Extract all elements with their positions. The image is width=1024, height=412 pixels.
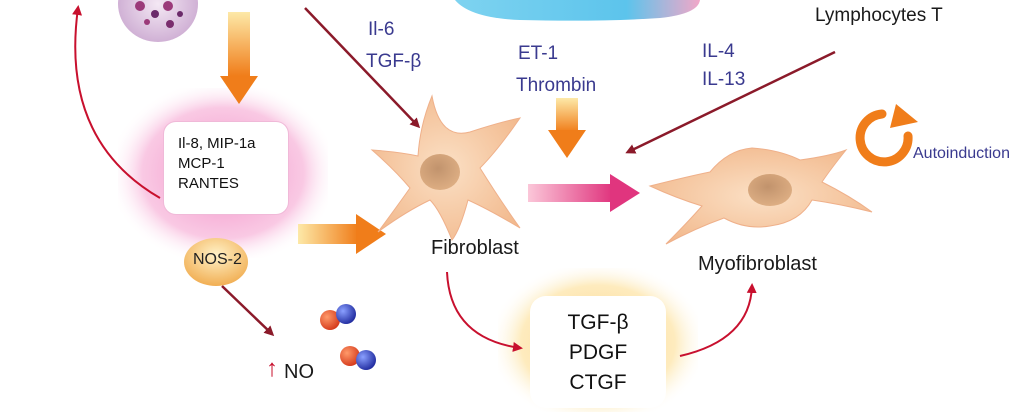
arrow-il6-to-fibroblast	[304, 7, 421, 129]
orange-arrow-down-left	[220, 12, 258, 104]
label-autoinduction: Autoinduction	[913, 145, 1010, 162]
chemokine-line-3: RANTES	[178, 175, 239, 192]
no-molecule-1	[320, 304, 356, 330]
no-molecule-2	[340, 346, 376, 370]
label-et1: ET-1	[518, 43, 559, 64]
growth-factor-line-2: PDGF	[568, 341, 628, 364]
label-tgfb-top: TGF-β	[366, 51, 422, 72]
label-lymphocytes: Lymphocytes T	[815, 5, 943, 26]
orange-arrow-down-center	[548, 98, 586, 158]
no-up-arrow-icon: ↑	[266, 355, 278, 382]
growth-factor-line-3: CTGF	[569, 371, 627, 394]
autoinduction-icon	[855, 104, 918, 167]
myofibroblast-cell	[648, 147, 873, 245]
chemokine-box: Il-8, MIP-1a MCP-1 RANTES	[164, 122, 288, 214]
label-il13: IL-13	[702, 69, 746, 90]
chemokine-line-2: MCP-1	[178, 155, 225, 172]
label-thrombin: Thrombin	[516, 75, 597, 96]
leukocyte-cell	[118, 0, 198, 42]
curve-growth-factors-to-myofibroblast	[679, 283, 757, 357]
nos2-bubble	[184, 238, 248, 286]
label-myofibroblast: Myofibroblast	[698, 253, 817, 275]
label-nos2: NOS-2	[193, 251, 242, 268]
label-fibroblast: Fibroblast	[431, 237, 519, 259]
magenta-arrow-right	[528, 174, 640, 212]
label-no: NO	[284, 361, 314, 383]
arrow-nos2-to-no	[221, 285, 275, 337]
label-il6: Il-6	[368, 19, 395, 40]
curve-fibroblast-to-growth-factors	[446, 271, 523, 352]
chemokine-line-1: Il-8, MIP-1a	[178, 135, 256, 152]
growth-factor-box: TGF-β PDGF CTGF	[530, 296, 666, 408]
fibroblast-cell	[370, 94, 522, 241]
orange-arrow-right	[298, 214, 386, 254]
growth-factor-line-1: TGF-β	[567, 311, 629, 334]
endothelial-cell-shape	[455, 0, 700, 21]
curve-chemokines-to-leukocyte	[72, 5, 161, 199]
label-il4: IL-4	[702, 41, 735, 62]
arrow-lymphocytes-to-myofibroblast	[625, 50, 836, 154]
